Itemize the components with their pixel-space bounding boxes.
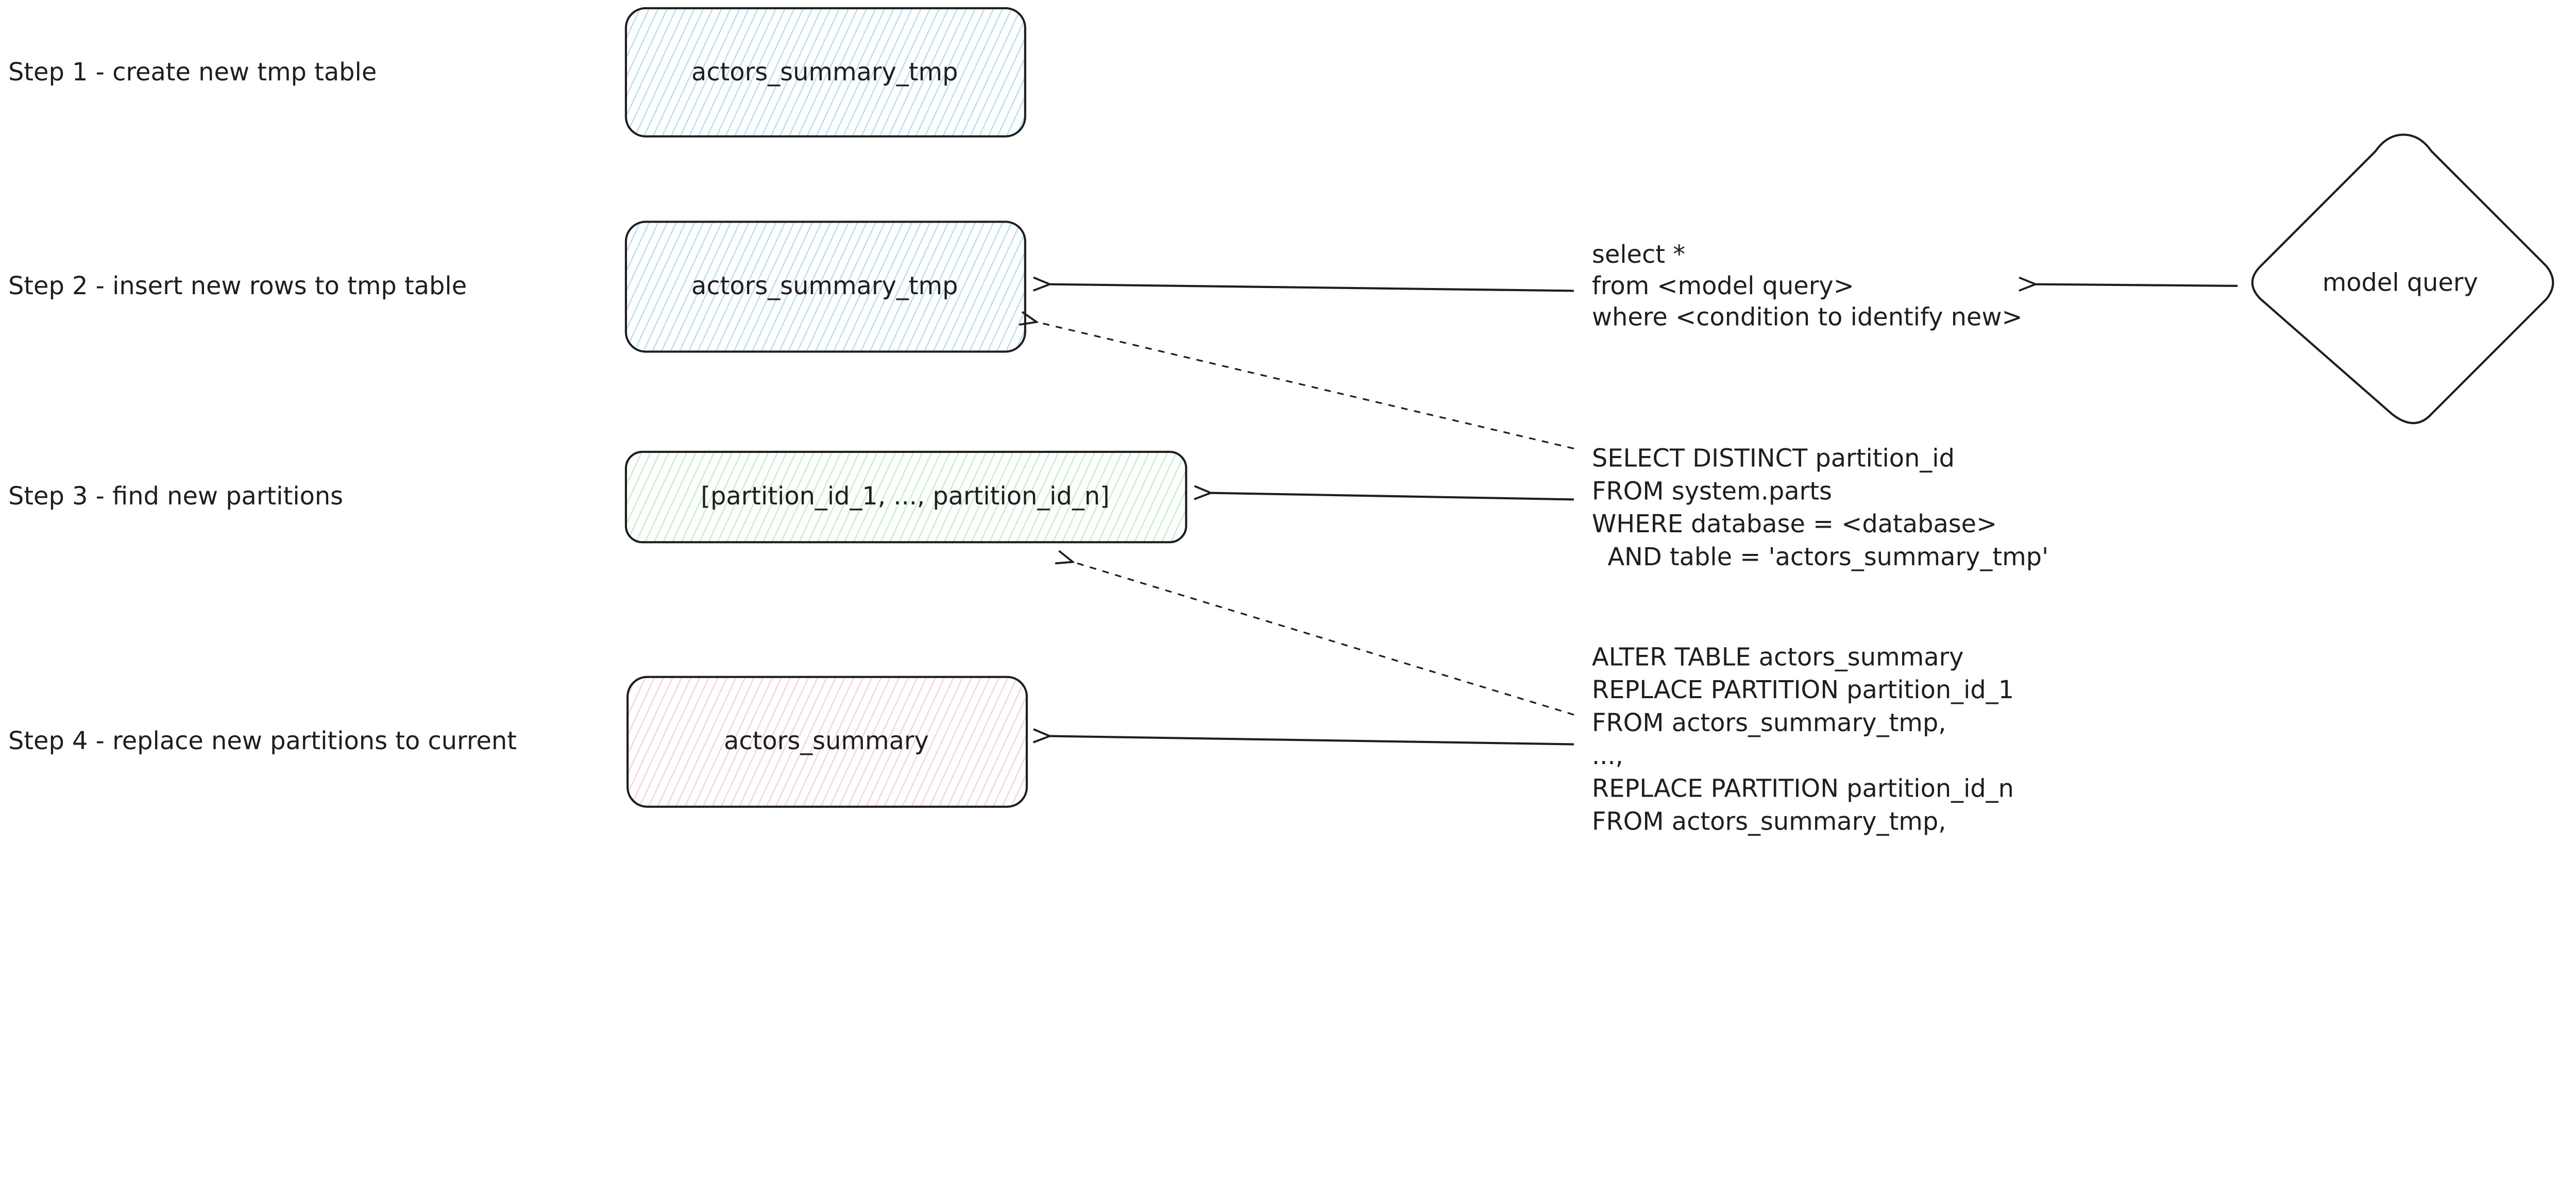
partitions-query-code: SELECT DISTINCT partition_id FROM system…	[1592, 445, 2048, 571]
dashed-arrow-partitions-reference	[1073, 562, 1574, 716]
code-line: REPLACE PARTITION partition_id_n	[1592, 775, 2014, 803]
partitions-box[interactable]: [partition_id_1, ..., partition_id_n]	[624, 450, 1188, 544]
code-line: WHERE database = <database>	[1592, 510, 1997, 538]
code-line: FROM system.parts	[1592, 477, 1832, 505]
tmp-table-box-step2[interactable]: actors_summary_tmp	[624, 221, 1026, 353]
dashed-arrow-tmp-reference	[1037, 322, 1574, 450]
code-line: from <model query>	[1592, 272, 1854, 300]
insert-query-code: select * from <model query> where <condi…	[1592, 241, 2023, 331]
actors-summary-label: actors_summary	[724, 727, 929, 755]
code-line: where <condition to identify new>	[1592, 303, 2023, 331]
arrow-model-to-insert	[2036, 284, 2238, 286]
step-4-label: Step 4 - replace new partitions to curre…	[8, 727, 517, 755]
code-line: AND table = 'actors_summary_tmp'	[1592, 543, 2048, 571]
arrow-insert-to-tmp	[1050, 284, 1574, 292]
arrow-query-to-partitions	[1211, 493, 1574, 501]
actors-summary-box[interactable]: actors_summary	[626, 676, 1028, 808]
code-line: SELECT DISTINCT partition_id	[1592, 445, 1955, 473]
code-line: FROM actors_summary_tmp,	[1592, 709, 1946, 737]
code-line: REPLACE PARTITION partition_id_1	[1592, 676, 2014, 704]
step-3-label: Step 3 - find new partitions	[8, 482, 343, 511]
tmp-table-label: actors_summary_tmp	[691, 58, 958, 87]
step-2-label: Step 2 - insert new rows to tmp table	[8, 272, 467, 300]
arrow-replace-to-summary	[1050, 736, 1574, 746]
partitions-label: [partition_id_1, ..., partition_id_n]	[701, 482, 1109, 511]
replace-query-code: ALTER TABLE actors_summary REPLACE PARTI…	[1592, 643, 2014, 836]
code-line: ...,	[1592, 742, 1623, 770]
step-1-label: Step 1 - create new tmp table	[8, 58, 377, 87]
code-line: select *	[1592, 241, 1685, 269]
model-query-label: model query	[2323, 268, 2478, 297]
code-line: FROM actors_summary_tmp,	[1592, 807, 1946, 836]
model-query-diamond[interactable]: model query	[2251, 133, 2554, 425]
tmp-table-label: actors_summary_tmp	[691, 272, 958, 300]
diagram-canvas: Step 1 - create new tmp table Step 2 - i…	[8, 7, 2554, 836]
tmp-table-box-step1[interactable]: actors_summary_tmp	[624, 7, 1026, 138]
code-line: ALTER TABLE actors_summary	[1592, 643, 1964, 671]
